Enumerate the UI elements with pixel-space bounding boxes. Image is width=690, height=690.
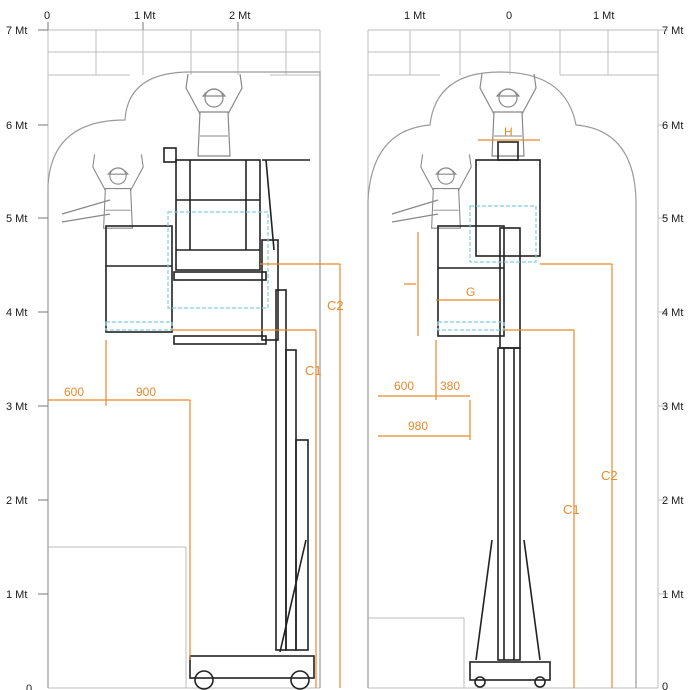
left-height-axis: 7 Mt 6 Mt 5 Mt 4 Mt 3 Mt 2 Mt 1 Mt 0 <box>6 25 32 690</box>
left-grid <box>47 29 321 689</box>
right-height-tick: 0 <box>662 681 668 690</box>
right-height-tick: 7 Mt <box>662 25 683 37</box>
worker-figure <box>479 73 537 157</box>
left-arch-outline <box>47 71 321 688</box>
left-top-axis: 0 1 Mt 2 Mt <box>44 10 250 22</box>
right-height-tick: 3 Mt <box>662 401 683 413</box>
right-height-axis: 7 Mt 6 Mt 5 Mt 4 Mt 3 Mt 2 Mt 1 Mt 0 <box>662 25 683 690</box>
guard-rail-outline <box>437 205 537 331</box>
worker-figure <box>391 199 439 223</box>
gap-dimension-label: G <box>466 285 475 299</box>
reach-dimension-label: 600 <box>394 379 414 393</box>
left-top-tick: 0 <box>44 10 50 22</box>
lift-machine-front <box>437 141 551 688</box>
right-top-axis: 1 Mt 0 1 Mt <box>404 10 614 22</box>
right-top-tick: 1 Mt <box>593 10 614 22</box>
width-dimension-label: H <box>504 125 513 139</box>
height-dimension-label: C2 <box>601 468 618 483</box>
left-height-tick: 1 Mt <box>6 589 27 601</box>
right-height-tick: 2 Mt <box>662 495 683 507</box>
reach-dimension-label: 380 <box>440 379 460 393</box>
left-view: 0 1 Mt 2 Mt 7 Mt 6 Mt 5 Mt 4 Mt 3 Mt 2 M… <box>6 10 344 690</box>
left-dimension-lines <box>48 263 341 688</box>
right-top-tick: 1 Mt <box>404 10 425 22</box>
reach-dimension-label: 900 <box>136 385 156 399</box>
left-height-tick: 3 Mt <box>6 401 27 413</box>
right-height-tick: 1 Mt <box>662 589 683 601</box>
left-height-tick: 7 Mt <box>6 25 27 37</box>
left-top-tick: 1 Mt <box>134 10 155 22</box>
reach-dimension-label: 600 <box>64 385 84 399</box>
left-height-tick: 6 Mt <box>6 120 27 132</box>
lift-machine-side <box>105 147 315 690</box>
right-dimension-lines <box>378 139 613 688</box>
right-top-tick: 0 <box>506 10 512 22</box>
right-view: 1 Mt 0 1 Mt 7 Mt 6 Mt 5 Mt 4 Mt 3 Mt 2 M… <box>367 10 683 690</box>
right-height-tick: 4 Mt <box>662 307 683 319</box>
height-dimension-label: C1 <box>305 363 322 378</box>
left-height-tick: 2 Mt <box>6 495 27 507</box>
left-height-tick: 5 Mt <box>6 213 27 225</box>
reach-dimension-label: 980 <box>408 419 428 433</box>
right-arch-outline <box>367 71 637 688</box>
height-dimension-label: C1 <box>563 502 580 517</box>
right-height-tick: 5 Mt <box>662 213 683 225</box>
worker-figure <box>61 199 111 223</box>
left-top-tick: 2 Mt <box>229 10 250 22</box>
left-height-tick: 4 Mt <box>6 307 27 319</box>
height-dimension-label: C2 <box>327 298 344 313</box>
worker-figure <box>420 153 472 229</box>
right-height-tick: 6 Mt <box>662 120 683 132</box>
left-height-tick: 0 <box>26 683 32 690</box>
guard-rail-outline <box>105 211 269 331</box>
worker-figure <box>185 73 243 157</box>
worker-figure <box>92 153 144 229</box>
